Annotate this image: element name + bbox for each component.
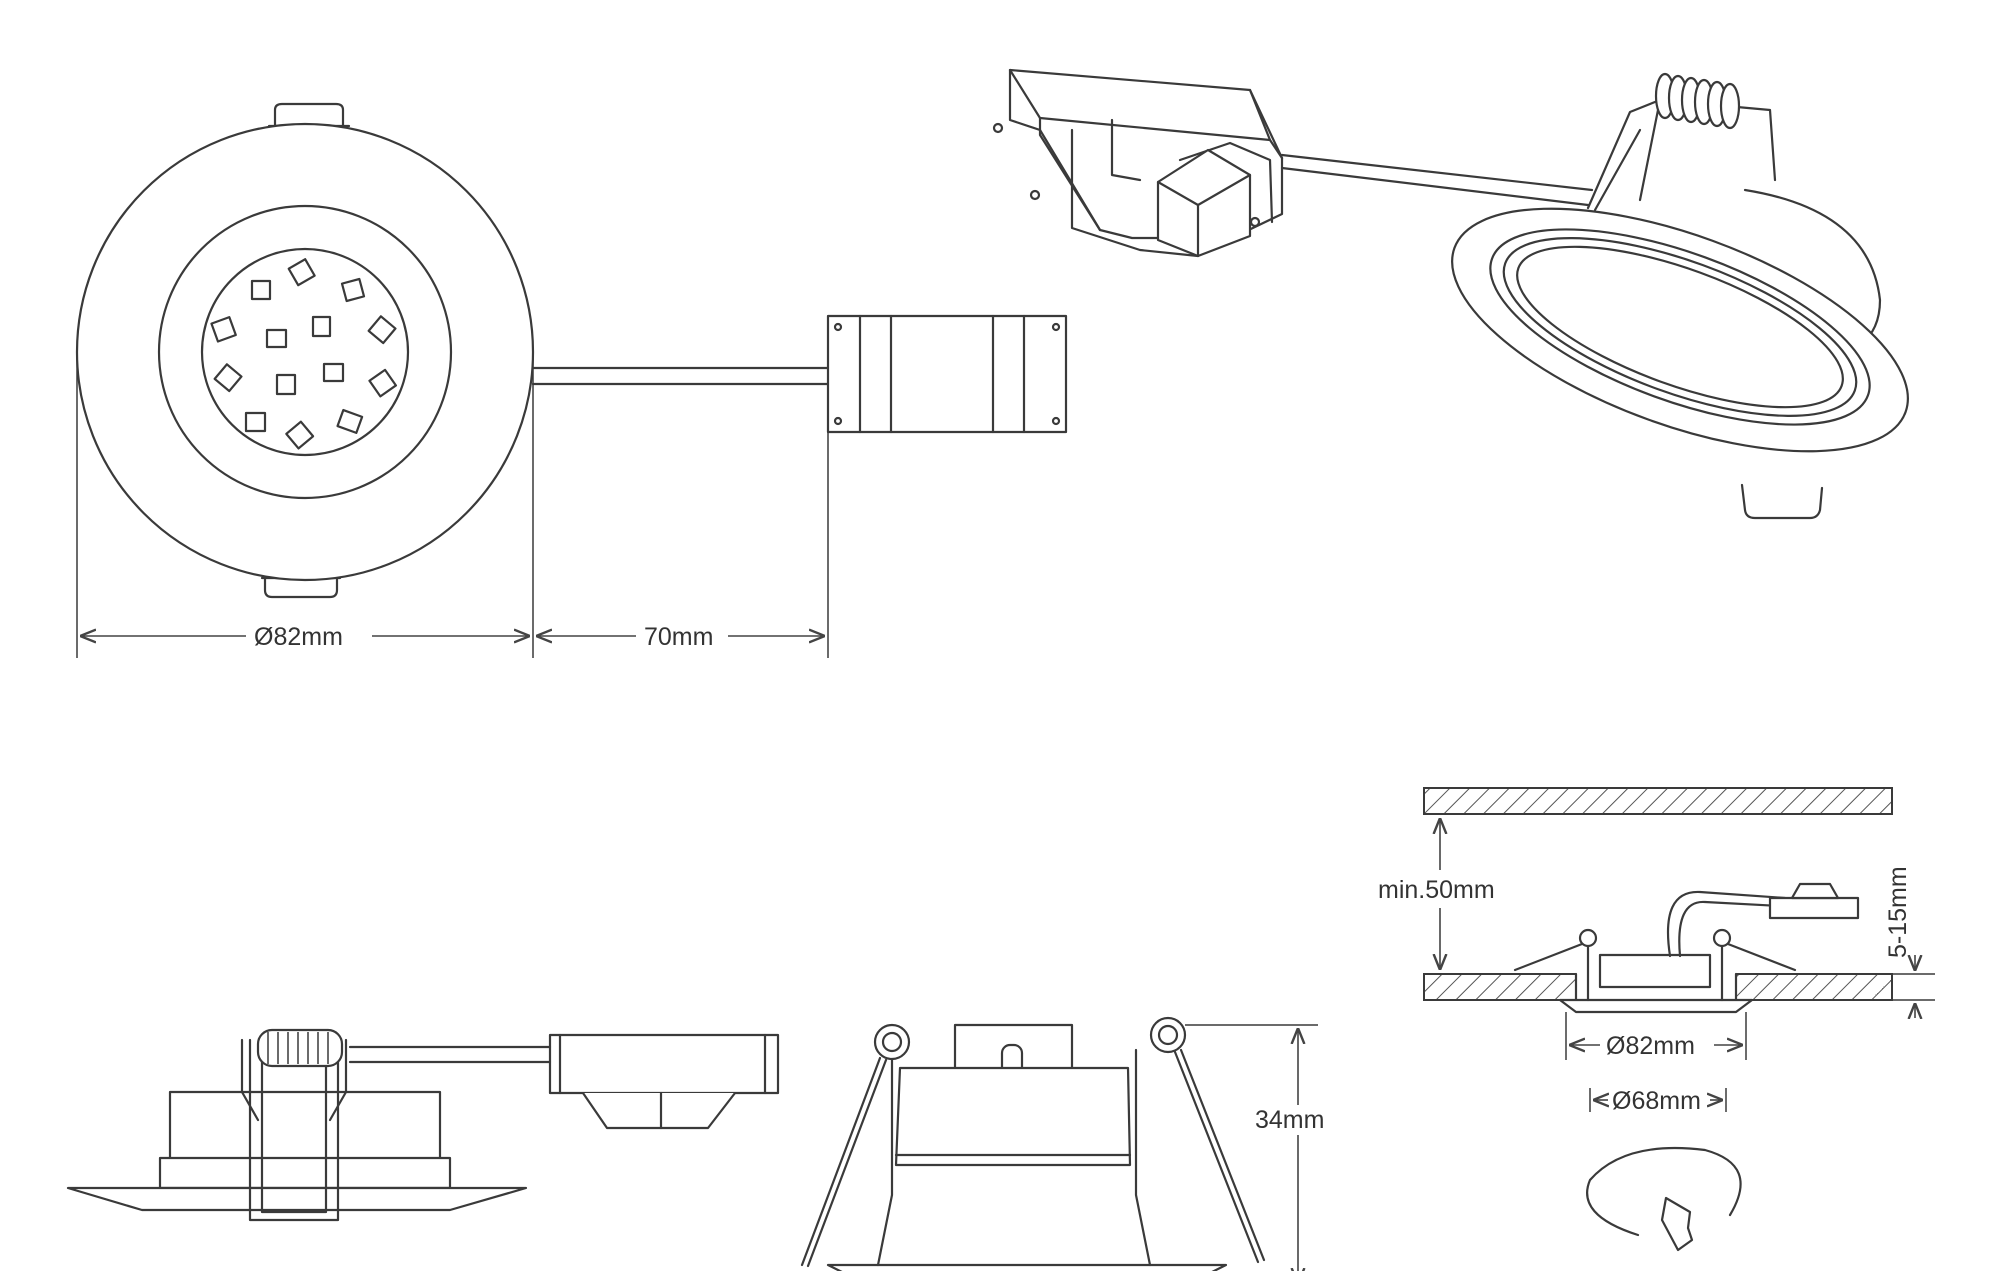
perspective-view — [992, 68, 1909, 520]
dim-hole-68: Ø68mm — [1612, 1087, 1701, 1115]
led-chips — [210, 258, 398, 450]
driver-box — [826, 314, 1068, 434]
outer-bezel — [75, 122, 535, 582]
section-view: 34mm — [800, 1016, 1324, 1271]
cutout-hole — [1586, 1146, 1742, 1237]
dim-cutout-82: Ø82mm — [1606, 1032, 1695, 1060]
side-spring — [256, 1028, 344, 1068]
side-view — [66, 1028, 780, 1222]
dim-thickness: 5-15mm — [1884, 866, 1912, 958]
inner-ring — [157, 204, 453, 500]
dim-min-50: min.50mm — [1378, 876, 1495, 904]
dim-height-34: 34mm — [1255, 1106, 1324, 1134]
dim-diameter-82: Ø82mm — [254, 623, 343, 651]
dim-cable-70: 70mm — [644, 623, 713, 651]
upper-slab — [1423, 787, 1893, 815]
front-view: Ø82mm 70mm — [75, 102, 1068, 658]
perspective-bezel — [1451, 207, 1909, 453]
spring-coil — [1654, 72, 1741, 130]
installation-view: min.50mm 5-15mm Ø82mm Ø68mm — [1378, 787, 1935, 1252]
led-board — [200, 247, 410, 457]
